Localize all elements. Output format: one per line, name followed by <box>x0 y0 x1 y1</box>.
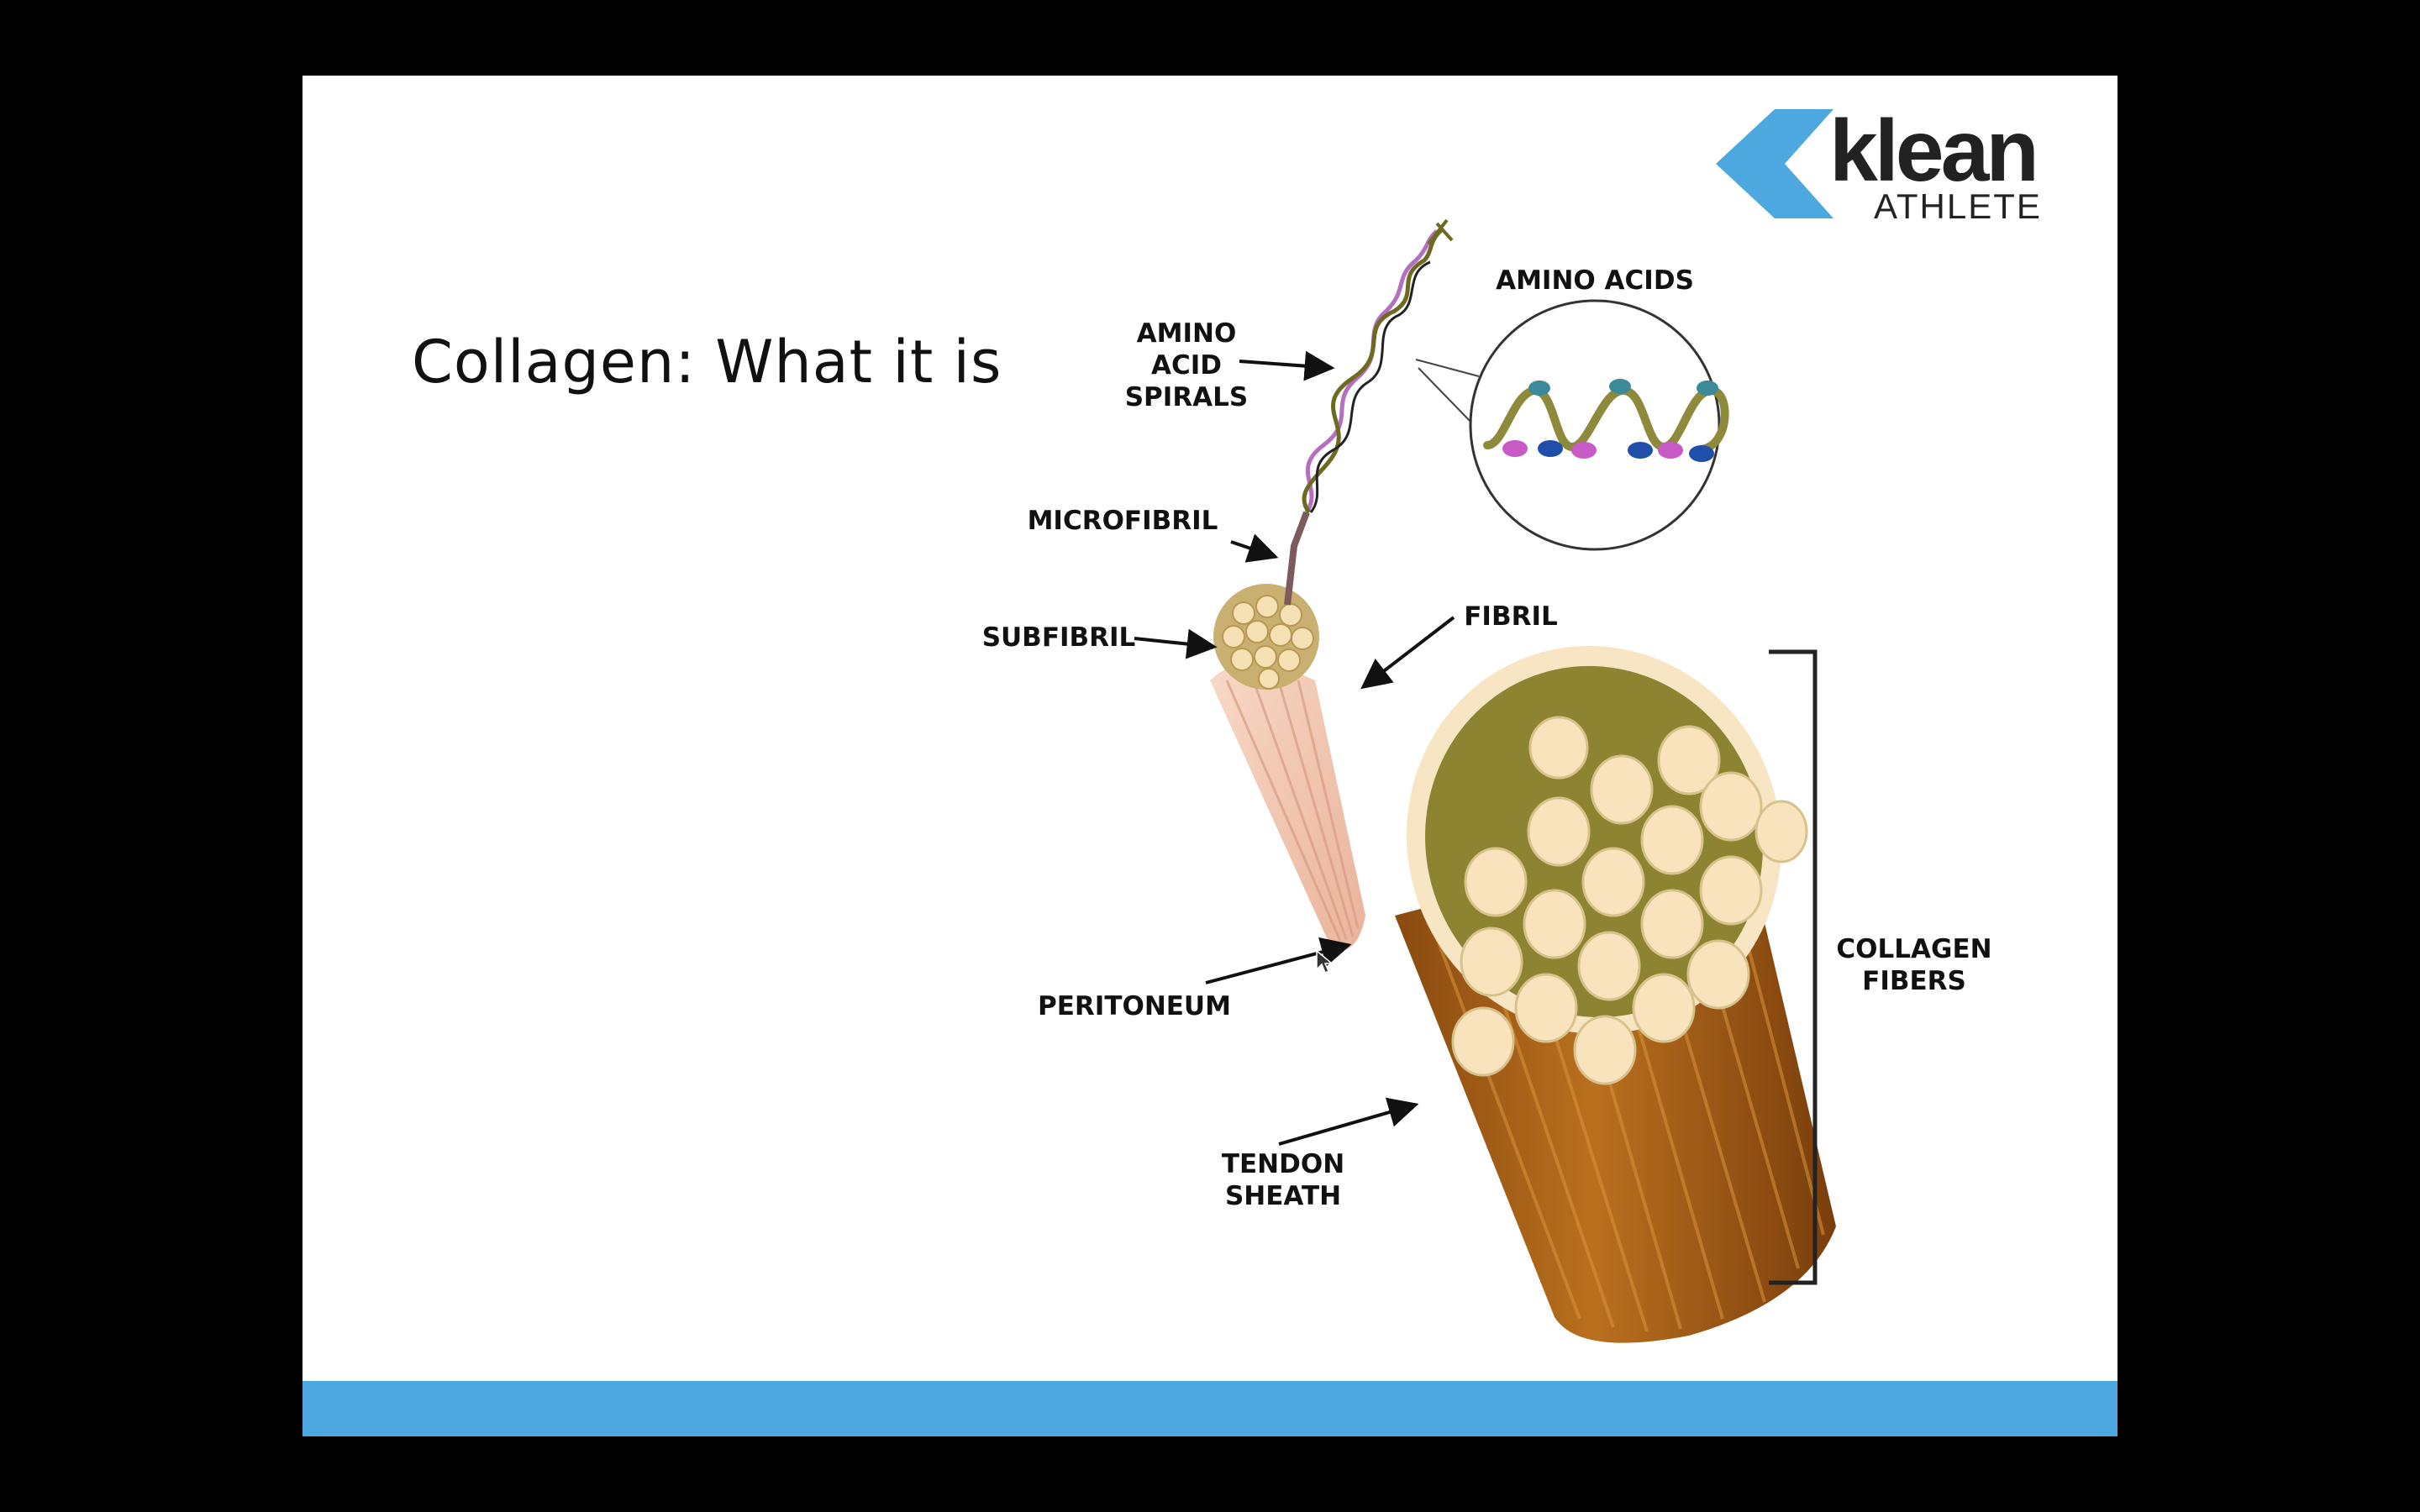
slide-title: Collagen: What it is <box>412 328 1002 396</box>
label-spirals-line-2: ACID <box>1151 350 1222 381</box>
label-fibril: FIBRIL <box>1464 601 1558 632</box>
label-arrows <box>1134 350 1455 1146</box>
collagen-structure-diagram: AMINO ACIDS AMINO ACID SPIRALS MICROFIBR… <box>982 218 1992 1343</box>
label-spirals-line-1: AMINO <box>1137 318 1237 349</box>
logo-word: klean <box>1829 102 2036 200</box>
label-microfibril: MICROFIBRIL <box>1028 506 1218 536</box>
label-tendon-line-1: TENDON <box>1222 1149 1344 1179</box>
label-spirals-line-3: SPIRALS <box>1125 382 1249 412</box>
label-collagen-fibers-line-2: FIBERS <box>1862 966 1966 996</box>
label-amino-acids: AMINO ACIDS <box>1496 265 1694 296</box>
logo-sub: ATHLETE <box>1874 186 2042 226</box>
collagen-fibers-bracket <box>1769 649 1818 1285</box>
bottom-accent-bar <box>302 1381 2118 1436</box>
chevron-left-icon <box>1716 109 1833 218</box>
label-subfibril: SUBFIBRIL <box>982 622 1136 653</box>
label-tendon-line-2: SHEATH <box>1225 1181 1341 1211</box>
amino-acids-circle <box>1415 299 1729 551</box>
mouse-cursor-icon <box>1316 949 1334 974</box>
slide: Collagen: What it is klean ATHLETE <box>302 76 2118 1436</box>
label-collagen-fibers-line-1: COLLAGEN <box>1836 934 1991 964</box>
fibril-cross-section <box>1407 645 1808 1085</box>
subfibril-fan <box>1210 584 1365 951</box>
label-peritoneum: PERITONEUM <box>1038 991 1231 1021</box>
klean-athlete-logo: klean ATHLETE <box>1716 102 2042 226</box>
microfibril-helix <box>1284 218 1454 606</box>
